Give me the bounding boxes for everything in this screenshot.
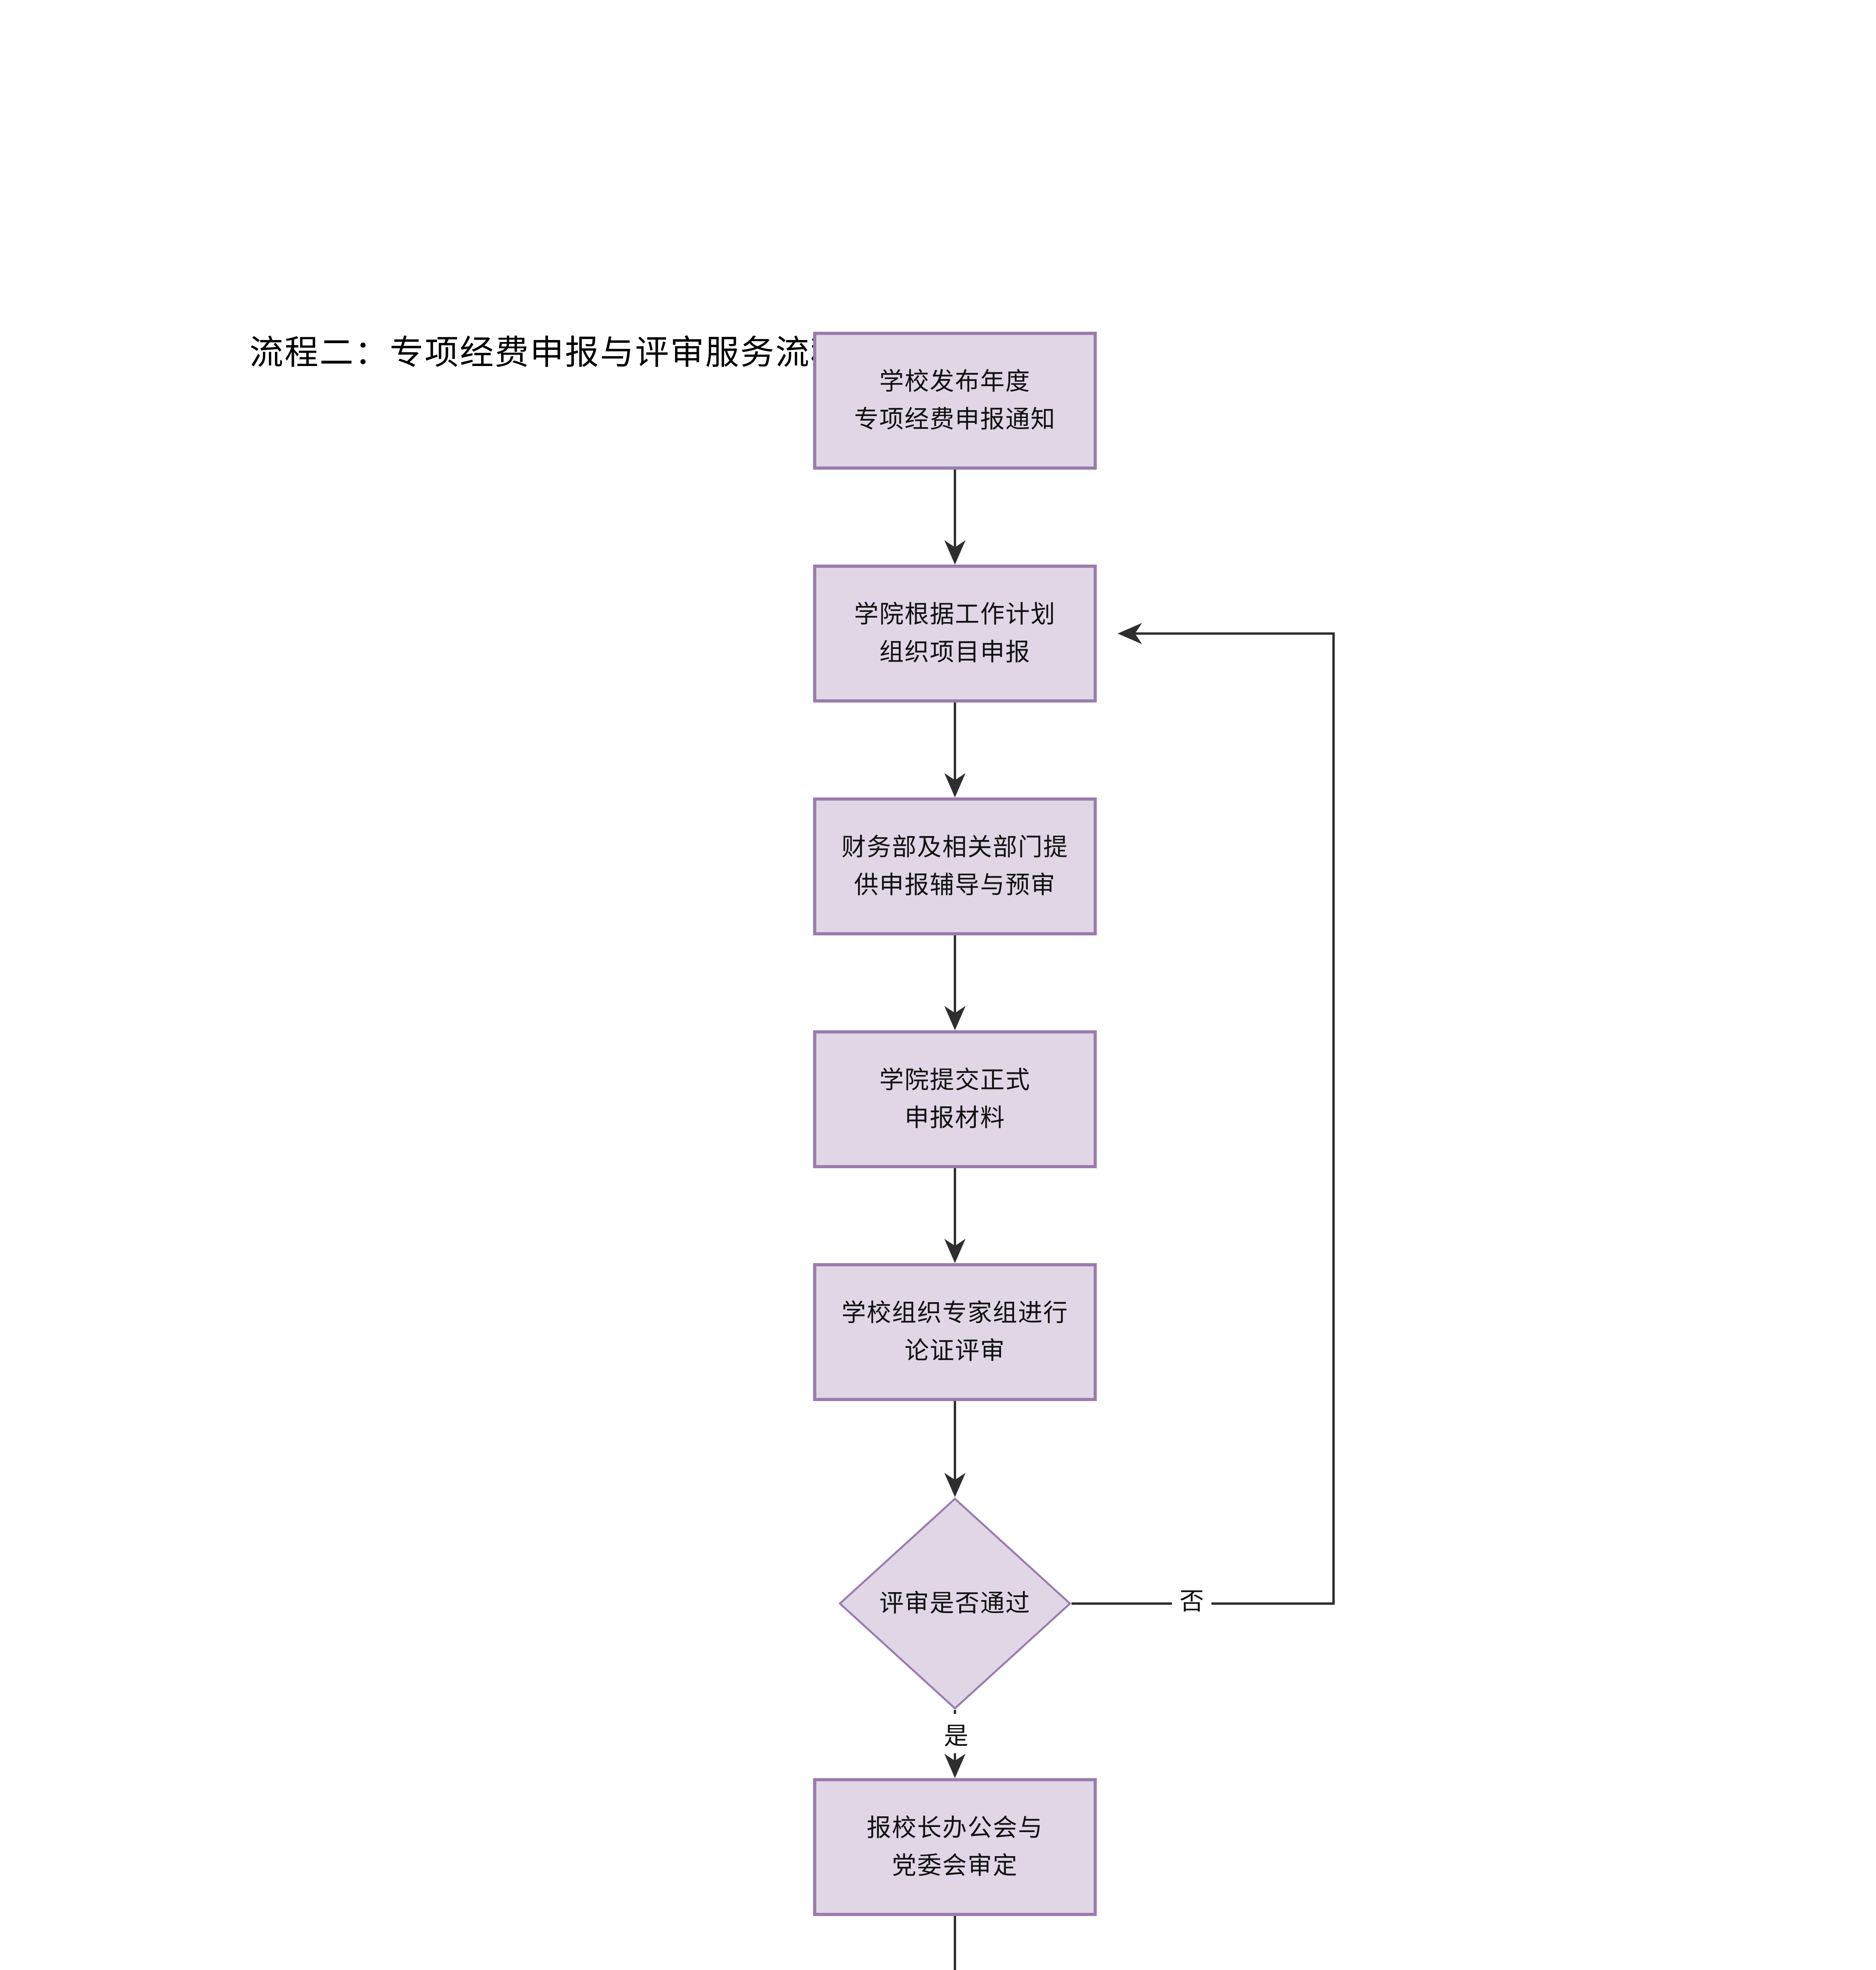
edge-label-no: 否 bbox=[1172, 1579, 1211, 1619]
flow-node-announce: 学校发布年度 专项经费申报通知 bbox=[813, 332, 1097, 470]
arrowhead-guidance bbox=[944, 773, 966, 797]
flow-node-guidance: 财务部及相关部门提 供申报辅导与预审 bbox=[813, 797, 1097, 935]
diamond-shape bbox=[838, 1497, 1072, 1710]
arrowhead-organize bbox=[944, 540, 966, 565]
diamond-polygon bbox=[838, 1497, 1072, 1710]
flow-node-expert: 学校组织专家组进行 论证评审 bbox=[813, 1263, 1097, 1401]
flow-node-submit: 学院提交正式 申报材料 bbox=[813, 1030, 1097, 1168]
arrowhead-approve bbox=[944, 1754, 966, 1778]
flow-node-decision: 评审是否通过 bbox=[838, 1497, 1072, 1710]
node-label: 学校发布年度 专项经费申报通知 bbox=[854, 368, 1056, 433]
arrowhead-feedback bbox=[1118, 623, 1142, 644]
arrowhead-expert bbox=[944, 1239, 966, 1263]
node-label: 财务部及相关部门提 供申报辅导与预审 bbox=[841, 834, 1068, 899]
node-label: 学院提交正式 申报材料 bbox=[879, 1067, 1031, 1132]
arrowhead-submit bbox=[944, 1006, 966, 1030]
node-label: 学院根据工作计划 组织项目申报 bbox=[854, 601, 1056, 666]
edge-label-yes: 是 bbox=[936, 1714, 976, 1753]
flow-node-approve: 报校长办公会与 党委会审定 bbox=[813, 1778, 1097, 1916]
arrowhead-decision bbox=[944, 1473, 966, 1497]
node-label: 学校组织专家组进行 论证评审 bbox=[841, 1299, 1068, 1364]
node-label: 评审是否通过 bbox=[879, 1590, 1031, 1617]
flow-node-organize: 学院根据工作计划 组织项目申报 bbox=[813, 565, 1097, 703]
node-label: 报校长办公会与 党委会审定 bbox=[866, 1814, 1043, 1879]
page-title: 流程二：专项经费申报与评审服务流程 bbox=[249, 334, 845, 372]
connector-decision-no-feedback bbox=[1072, 632, 1335, 1605]
